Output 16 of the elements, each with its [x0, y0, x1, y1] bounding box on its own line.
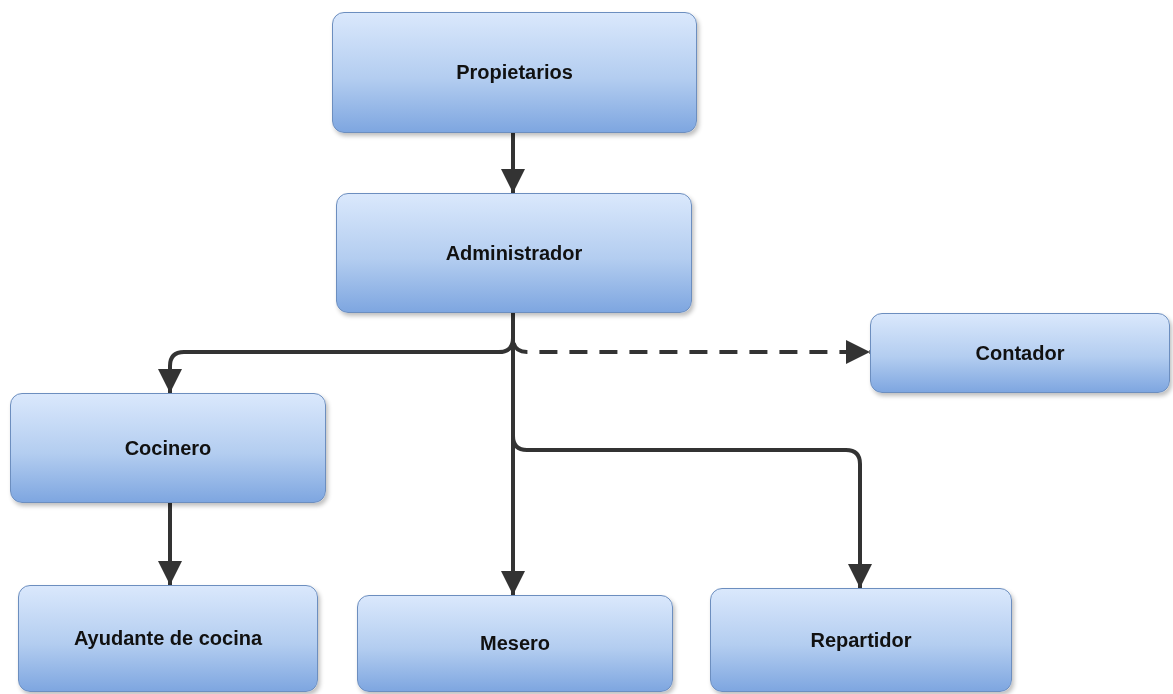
org-box [357, 595, 673, 692]
role-label: Contador [974, 341, 1066, 365]
org-box [870, 313, 1170, 393]
role-label: Ayudante de cocina [72, 627, 264, 650]
org-box [710, 588, 1012, 692]
role-label: Repartidor [809, 628, 913, 652]
role-label: Administrador [444, 241, 584, 265]
org-box [336, 193, 692, 313]
arrow [158, 503, 182, 585]
org-box [10, 393, 326, 503]
org-box [18, 585, 318, 692]
role-label: Propietarios [455, 61, 574, 84]
role-label: Mesero [479, 632, 551, 655]
org-box [332, 12, 697, 133]
arrow [501, 133, 525, 193]
role-label: Cocinero [123, 436, 213, 460]
